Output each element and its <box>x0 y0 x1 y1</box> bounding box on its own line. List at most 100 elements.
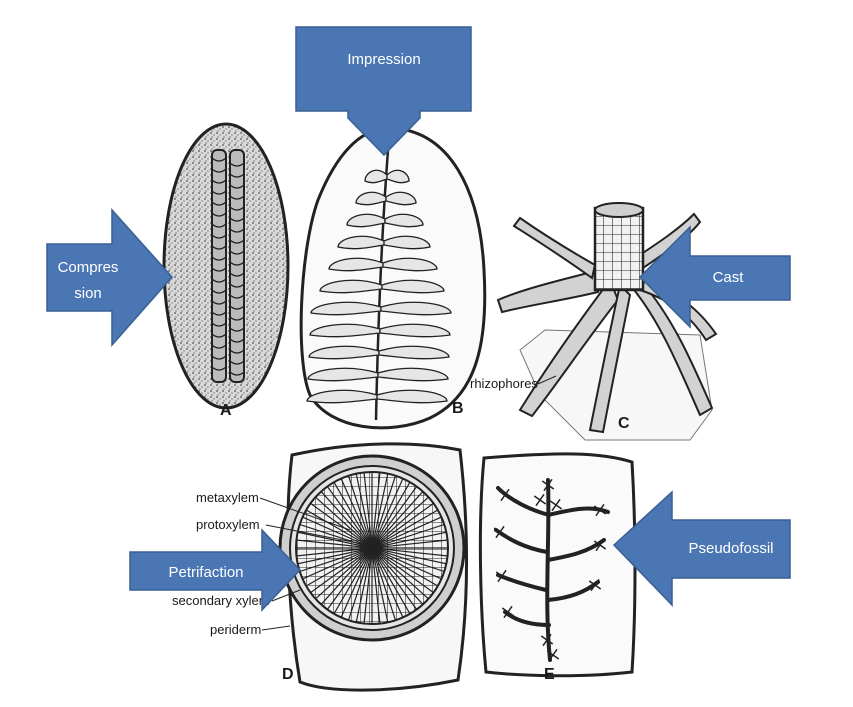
dendrite-spike <box>549 500 557 506</box>
dendrite-spike <box>588 580 596 586</box>
xylem-ray <box>302 507 373 549</box>
xylem-ray <box>371 547 381 624</box>
dendrite-spike <box>555 504 563 510</box>
dendrite-spike <box>599 503 605 511</box>
dendrite-spike <box>551 504 557 512</box>
cone-scale <box>229 261 245 266</box>
dendrite-spike <box>552 654 560 660</box>
dendrite-spike <box>547 478 553 486</box>
xylem-ray <box>318 547 373 608</box>
xylem-ray <box>363 472 373 549</box>
fern-pinna <box>383 235 431 250</box>
dendrite-spike <box>507 605 513 613</box>
cone-scale <box>229 184 245 189</box>
xylem-ray <box>296 522 373 549</box>
panel-b-impression-fossil: B <box>299 126 487 430</box>
xylem-ray <box>371 482 420 549</box>
cone-scale <box>229 283 245 288</box>
petrifaction-callout-arrow: Petrifaction <box>129 528 302 612</box>
cone-scale <box>229 272 245 277</box>
panel-b-letter: B <box>452 400 464 417</box>
dendrite-spike <box>539 499 547 505</box>
cone-scale <box>211 289 227 294</box>
cone-scale <box>211 212 227 217</box>
xylem-ray <box>298 514 373 549</box>
xylem-ray <box>324 482 373 549</box>
dendrite-spike <box>499 525 505 533</box>
fern-pinna <box>337 235 385 250</box>
xylem-ray <box>298 547 373 582</box>
fern-pinna <box>380 301 452 316</box>
xylem-ray <box>371 472 381 549</box>
cone-scale <box>211 168 227 173</box>
cone-scale <box>229 294 245 299</box>
xylem-ray <box>306 500 373 549</box>
xylem-ray <box>371 478 413 549</box>
panel-d-letter: D <box>282 666 294 683</box>
xylem-ray <box>371 472 390 549</box>
xylem-ray <box>371 547 426 608</box>
dendrite-spike <box>535 499 541 507</box>
dendrite-spike <box>501 569 507 577</box>
dendrite-spike <box>595 509 601 517</box>
dendrite-spike <box>546 639 554 645</box>
fern-pinna <box>307 367 379 382</box>
xylem-ray <box>371 474 406 549</box>
fern-pinna <box>346 213 386 228</box>
dendrite-spike <box>493 527 501 533</box>
xylem-ray <box>363 547 373 624</box>
dendrite-spike <box>507 611 515 617</box>
xylem-outline <box>295 471 449 625</box>
xylem-ray <box>354 547 373 624</box>
dendrite-spike <box>552 648 558 656</box>
xylem-ray <box>371 539 448 549</box>
cone-scale <box>229 316 245 321</box>
pseudofossil-callout-arrow: Pseudofossil <box>612 490 791 607</box>
panel-a-letter: A <box>220 402 232 419</box>
dendrite-spike <box>540 635 548 641</box>
cone-scale <box>211 157 227 162</box>
periderm-label: periderm <box>210 622 261 637</box>
xylem-ray <box>371 530 448 549</box>
cast-stem <box>593 206 645 292</box>
xylem-ray <box>338 547 373 622</box>
dendrite-spike <box>542 639 548 647</box>
fern-rachis <box>374 149 390 421</box>
xylem-ray <box>331 478 373 549</box>
xylem-ray <box>371 547 413 618</box>
fern-pinna <box>328 257 384 272</box>
fern-pinna <box>385 191 417 206</box>
fern-pinna <box>378 345 450 360</box>
fern-pinnae <box>306 169 452 404</box>
fern-pinna <box>355 191 387 206</box>
xylem-ray <box>354 472 373 549</box>
xylem-ray <box>312 494 373 549</box>
secondary-xylem-label: secondary xylem <box>172 593 270 608</box>
xylem-ray <box>312 547 373 602</box>
impression-callout-arrow: Impression <box>295 26 472 157</box>
cone-scale <box>229 217 245 222</box>
dendrite-spike <box>539 493 545 501</box>
xylem-rays <box>296 472 448 624</box>
dendrite-spike <box>500 494 506 502</box>
dendrite-spike <box>498 490 506 496</box>
xylem-ray <box>371 547 390 624</box>
dendrite-spike <box>599 509 607 515</box>
xylem-ray <box>371 488 426 549</box>
dendrite-spike <box>501 575 509 581</box>
rhizophore-roots <box>496 212 718 434</box>
fern-pinna <box>306 389 378 404</box>
fern-pinna <box>377 367 449 382</box>
cone-scale <box>211 344 227 349</box>
cast-stem-top <box>594 202 644 218</box>
xylem-ray <box>296 530 373 549</box>
xylem-ray <box>371 547 442 589</box>
panel-e-letter: E <box>544 666 555 683</box>
cone-scale <box>211 311 227 316</box>
dendrite-spike <box>593 505 601 511</box>
cast-label: Cast <box>713 269 745 286</box>
cone-scale <box>211 179 227 184</box>
xylem-ray <box>296 539 373 549</box>
cone-scale <box>229 305 245 310</box>
dendrite-spike <box>594 584 602 590</box>
